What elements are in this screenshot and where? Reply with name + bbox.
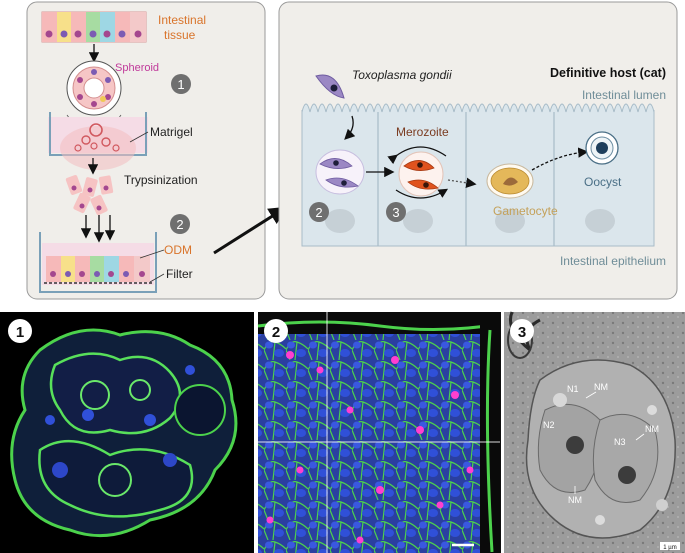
nm-label-a: NM [594, 382, 608, 392]
merozoite-label: Merozoite [396, 125, 449, 139]
n2-label: N2 [543, 420, 555, 430]
panel1-badge: 1 [8, 319, 32, 343]
lumen-label: Intestinal lumen [582, 88, 666, 102]
spheroid-label: Spheroid [115, 62, 159, 74]
gametocyte-label: Gametocyte [493, 204, 558, 218]
confocal-monolayer-image [257, 312, 501, 553]
svg-text:3: 3 [392, 205, 399, 220]
arrow-to-infection [213, 206, 288, 255]
epithelium-label: Intestinal epithelium [560, 254, 666, 268]
svg-text:1: 1 [16, 324, 24, 341]
arrow-invasion [344, 115, 356, 140]
transwell-insert [39, 232, 157, 293]
scale-bar-panel3 [660, 542, 680, 550]
trypsinization-label: Trypsinization [124, 173, 198, 187]
panel2-badge: 2 [264, 319, 288, 343]
matrigel-label: Matrigel [150, 125, 193, 139]
svg-text:2: 2 [272, 324, 280, 341]
arrow-to-oocyst [531, 147, 589, 171]
tissue-label-line1: Intestinal [158, 13, 206, 27]
merozoite-cycle-arrow-bottom [395, 188, 449, 199]
panel3-badge: 3 [510, 319, 534, 343]
svg-text:3: 3 [518, 324, 526, 341]
merozoite-vacuole [398, 151, 444, 197]
matrigel-well [48, 112, 148, 170]
intestinal-tissue-icon [41, 11, 147, 43]
merozoite-cycle-arrow-top [387, 146, 447, 165]
culture-workflow-panel: Intestinal tissue Spheroid 1 [26, 1, 266, 300]
step3-badge-right: 3 [386, 202, 406, 222]
step2-badge: 2 [170, 214, 190, 234]
toxoplasma-parasite [315, 74, 345, 99]
gametocyte [486, 163, 534, 199]
arrow-to-gametocyte [447, 177, 477, 188]
parasite-vacuole [315, 149, 365, 195]
parasite-label: Toxoplasma gondii [352, 68, 452, 82]
svg-text:2: 2 [315, 205, 322, 220]
filter-label: Filter [166, 267, 193, 281]
electron-micrograph: N1 NM N2 N3 NM NM 1 µm [504, 311, 685, 553]
dissociated-cells [65, 175, 114, 216]
confocal-organoid-image [0, 312, 254, 553]
n3-label: N3 [614, 437, 626, 447]
step1-badge: 1 [171, 74, 191, 94]
svg-text:1: 1 [177, 77, 184, 92]
scale-label: 1 µm [663, 545, 676, 551]
svg-text:2: 2 [176, 217, 183, 232]
spheroid-icon [66, 60, 122, 116]
oocyst [585, 131, 619, 165]
host-title: Definitive host (cat) [550, 66, 666, 80]
oocyst-label: Oocyst [584, 175, 622, 189]
step2-badge-right: 2 [309, 202, 329, 222]
tissue-label-line2: tissue [164, 28, 196, 42]
n1-label: N1 [567, 384, 579, 394]
nm-label-b: NM [645, 424, 659, 434]
odm-label: ODM [164, 243, 192, 257]
life-cycle-panel: Definitive host (cat) Intestinal lumen I… [278, 1, 678, 300]
nm-label-c: NM [568, 495, 582, 505]
